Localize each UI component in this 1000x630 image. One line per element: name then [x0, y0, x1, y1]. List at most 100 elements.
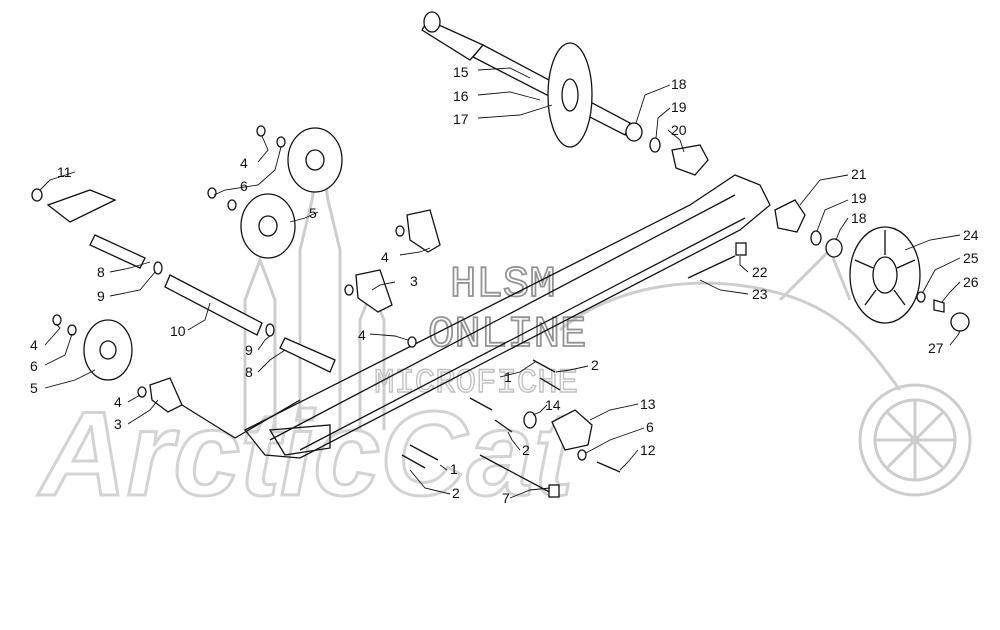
bolt-1-lower — [409, 444, 439, 461]
callout-21: 21 — [851, 166, 867, 182]
bearing-18-upper — [625, 122, 643, 142]
leader-19-upper — [655, 107, 671, 139]
leader-4-f — [44, 323, 61, 346]
nut-4-f — [52, 314, 62, 326]
washer-9-lower — [265, 323, 275, 337]
watermark-bike-frame — [559, 281, 902, 391]
callout-18-rear: 18 — [851, 210, 867, 226]
idler-wheel-5-lower-hub — [258, 215, 278, 237]
callout-17: 17 — [453, 111, 469, 127]
leader-12 — [619, 449, 639, 471]
rear-idler-wheel-24 — [849, 226, 921, 324]
nut-4-g — [137, 386, 147, 398]
callout-16: 16 — [453, 88, 469, 104]
hub-21 — [774, 199, 806, 233]
bolt-7-head — [548, 484, 560, 498]
callout-4-f: 4 — [30, 337, 38, 353]
leader-2-c — [409, 469, 451, 495]
front-cross-shafts — [31, 188, 336, 373]
leader-2-b — [507, 431, 521, 451]
hub-20 — [671, 144, 709, 176]
end-cap-11-area — [46, 189, 117, 223]
callout-4-c: 4 — [381, 249, 389, 265]
idler-wheel-5-lower — [240, 193, 296, 259]
callout-6-d: 6 — [646, 419, 654, 435]
washer-25 — [916, 291, 926, 303]
slide-rail-outline — [243, 174, 771, 459]
lower-bolts — [401, 359, 621, 498]
leader-5-a — [289, 211, 319, 223]
leader-20 — [667, 129, 685, 153]
callout-8-b: 8 — [245, 364, 253, 380]
callout-9-b: 9 — [245, 342, 253, 358]
callout-1-b: 1 — [450, 461, 458, 477]
leader-16 — [477, 91, 541, 101]
callout-6-a: 6 — [240, 178, 248, 194]
callout-22: 22 — [752, 264, 768, 280]
callout-27: 27 — [928, 340, 944, 356]
callout-2-b: 2 — [522, 442, 530, 458]
callout-11: 11 — [57, 164, 72, 180]
leader-22 — [739, 256, 749, 273]
large-idler-wheel-17 — [547, 42, 593, 148]
bracket-3-front — [149, 377, 183, 413]
nut-4-e — [407, 336, 417, 348]
leader-6-a — [257, 146, 282, 186]
leader-3-b — [127, 399, 159, 425]
rear-idler-wheel-spokes — [854, 230, 916, 306]
nut-11 — [31, 188, 43, 202]
callout-9-a: 9 — [97, 288, 105, 304]
nut-4-c — [395, 225, 405, 237]
washer-6-c — [67, 324, 77, 336]
leader-7 — [509, 487, 551, 499]
nut-4-a — [256, 125, 266, 137]
idler-wheel-5-front — [83, 319, 133, 381]
bolt-1-mid — [469, 397, 493, 411]
callout-14: 14 — [545, 397, 561, 413]
nut-4-d — [344, 284, 354, 296]
leader-27 — [949, 330, 961, 346]
spacer-14 — [523, 411, 537, 429]
callout-12: 12 — [640, 442, 656, 458]
watermark-bike-handle — [778, 247, 852, 302]
leader-21 — [799, 174, 849, 206]
leader-6-c — [44, 333, 73, 366]
leader-2-a — [555, 365, 589, 373]
callout-5-a: 5 — [309, 205, 317, 221]
nut-22 — [735, 242, 747, 256]
callout-25: 25 — [963, 250, 979, 266]
callout-20: 20 — [671, 122, 687, 138]
leader-4-c — [399, 247, 431, 256]
leader-9-a — [109, 271, 156, 297]
watermark-microfiche: MICROFICHE — [374, 365, 578, 403]
callout-2-c: 2 — [452, 485, 460, 501]
callout-labels: 15 16 17 18 19 20 11 4 6 5 21 19 18 24 2… — [30, 64, 979, 506]
slide-rail-inner-line — [269, 194, 736, 441]
bracket-3-upper — [406, 209, 441, 253]
callout-8-a: 8 — [97, 264, 105, 280]
idler-wheel-5-upper-hub — [305, 149, 325, 171]
bolt-2-upper — [539, 377, 561, 391]
bolt-23 — [687, 255, 736, 279]
bracket-3-mid — [355, 269, 393, 313]
leader-14 — [532, 404, 548, 416]
washer-9-upper — [153, 261, 163, 275]
front-bracket-linkage — [181, 399, 301, 439]
callout-13: 13 — [640, 396, 656, 412]
spacer-19-upper — [649, 137, 661, 153]
sleeve-8-upper — [89, 234, 146, 269]
callout-23: 23 — [752, 286, 768, 302]
watermark-wheel-spokes — [875, 400, 955, 480]
spacer-19-rear — [810, 230, 822, 246]
callout-3-b: 3 — [114, 416, 122, 432]
cap-27 — [950, 312, 970, 332]
leader-25 — [922, 257, 961, 293]
leader-26 — [941, 281, 961, 303]
block-13 — [551, 409, 593, 451]
bolt-2-mid — [494, 419, 513, 433]
slide-rail — [243, 174, 771, 459]
nut-4-b — [207, 187, 217, 199]
callout-18-upper: 18 — [671, 76, 687, 92]
idler-wheel-5-upper — [287, 127, 343, 193]
